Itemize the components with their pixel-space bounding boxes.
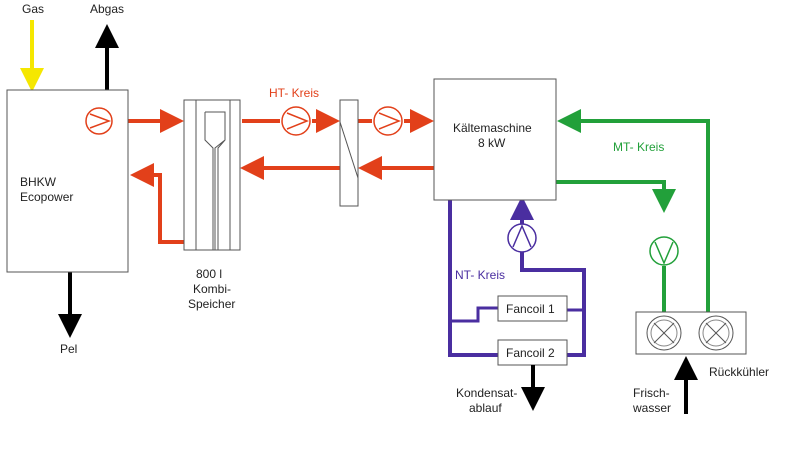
ht-pump-2-icon (373, 106, 403, 136)
nt-supply-line (448, 200, 498, 357)
nt-return-line (510, 196, 586, 357)
condensate-label-line2: ablauf (469, 401, 502, 415)
nt-circuit-label: NT- Kreis (455, 268, 505, 282)
freshwater-label-line1: Frisch- (633, 386, 670, 400)
chiller-label-line1: Kältemaschine (453, 121, 532, 135)
nt-branch-fancoil1 (450, 306, 498, 323)
mt-return-recooler-to-chiller (557, 109, 710, 312)
chp-label-line1: BHKW (20, 175, 57, 189)
gas-label: Gas (22, 2, 44, 16)
chp-pump-icon (85, 107, 113, 135)
absorption-chiller (433, 78, 557, 201)
recooler-unit (635, 311, 747, 355)
mt-pump-icon (649, 236, 679, 266)
ht-pump-1-icon (281, 106, 311, 136)
fancoil-1-label: Fancoil 1 (506, 302, 555, 316)
exhaust-label: Abgas (90, 2, 124, 16)
freshwater-label-line2: wasser (632, 401, 671, 415)
recooler-fan-1-icon (646, 315, 682, 351)
chiller-label-line2: 8 kW (478, 136, 506, 150)
recooler-label: Rückkühler (709, 365, 769, 379)
ht-return-storage-to-chp (130, 163, 184, 244)
recooler-fan-2-icon (698, 315, 734, 351)
storage-label-line3: Speicher (188, 297, 235, 311)
mt-flow-chiller-to-recooler (556, 180, 676, 213)
mt-circuit-label: MT- Kreis (613, 140, 664, 154)
nt-pump-icon (507, 223, 537, 253)
storage-label-line1: 800 l (196, 267, 222, 281)
fancoil-1 (497, 295, 568, 322)
storage-tank (183, 99, 241, 251)
chp-label-line2: Ecopower (20, 190, 73, 204)
heat-exchanger (339, 99, 359, 207)
condensate-label-line1: Kondensat- (456, 386, 517, 400)
storage-label-line2: Kombi- (193, 282, 231, 296)
power-output-label: Pel (60, 342, 77, 356)
ht-circuit-label: HT- Kreis (269, 86, 319, 100)
fancoil-2-label: Fancoil 2 (506, 346, 555, 360)
